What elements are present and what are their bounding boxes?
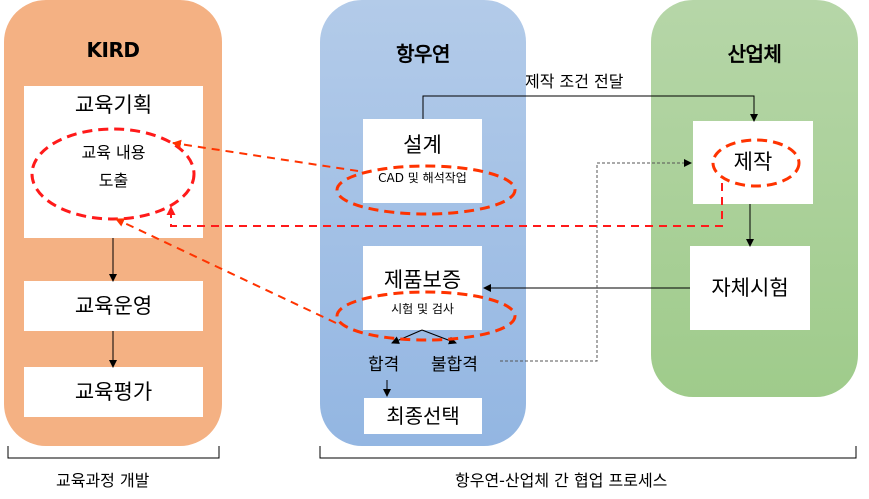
box-education-evaluation: 교육평가 [24,367,203,417]
box-design: 설계 CAD 및 해석작업 [363,119,482,203]
outcome-fail: 불합격 [431,355,478,375]
highlight-text-line1: 교육 내용 [81,143,146,162]
box-education-planning: 교육기획 교육 내용 도출 [24,86,203,238]
highlight-text: 시험 및 검사 [391,302,454,316]
highlight-text: CAD 및 해석작업 [378,171,467,185]
box-title: 제품보증 [383,268,462,292]
lane-kari: 항우연 [320,0,526,446]
box-self-test: 자체시험 [690,246,810,330]
box-final-selection: 최종선택 [364,398,482,434]
highlight-text-line2: 도출 [98,171,129,190]
box-title: 제작 [733,150,773,174]
box-title: 설계 [403,133,442,157]
lane-title-industry: 산업체 [727,42,782,66]
bracket-collaboration-process [319,446,857,459]
label-manufacture-conditions: 제작 조건 전달 [525,72,624,91]
bracket-curriculum-development [7,446,220,459]
box-title: 교육평가 [74,380,153,404]
box-title: 교육운영 [74,294,153,318]
box-manufacture: 제작 [693,121,813,204]
box-title: 교육기획 [74,93,153,117]
box-education-operation: 교육운영 [24,281,203,331]
box-product-assurance: 제품보증 시험 및 검사 [363,246,482,330]
box-title: 최종선택 [386,404,460,428]
lane-title-kird: KIRD [86,38,140,62]
caption-curriculum-development: 교육과정 개발 [56,471,150,490]
lane-title-kari: 항우연 [396,42,450,66]
caption-collaboration-process: 항우연-산업체 간 협업 프로세스 [455,471,668,490]
box-title: 자체시험 [711,276,789,300]
outcome-pass: 합격 [368,355,400,375]
